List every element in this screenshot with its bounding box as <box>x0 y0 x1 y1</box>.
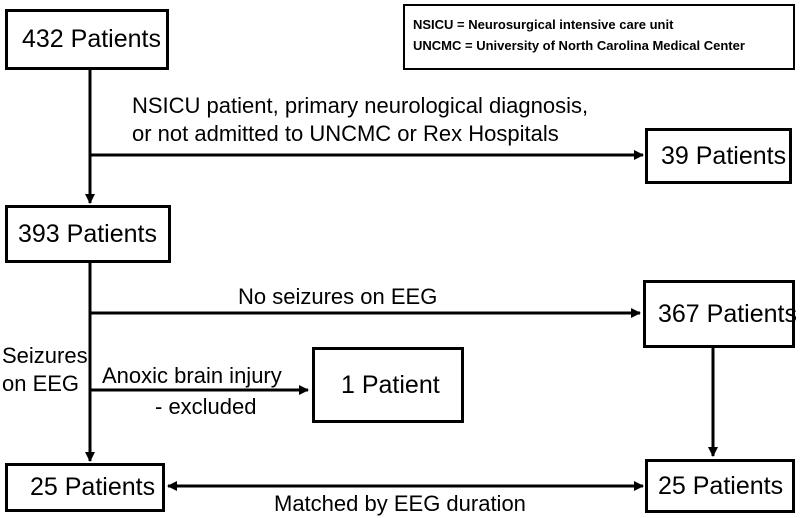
label-matched: Matched by EEG duration <box>274 491 526 516</box>
label-seizures-1: Seizures <box>2 343 88 368</box>
label-seizures-2: on EEG <box>2 371 80 396</box>
box-25-patients-left: 25 Patients <box>5 463 165 512</box>
box-39-patients: 39 Patients <box>645 128 792 184</box>
legend-line-nsicu: NSICU = Neurosurgical intensive care uni… <box>413 17 674 32</box>
box-367-patients: 367 Patients <box>643 280 797 348</box>
box-393-label: 393 Patients <box>18 219 157 248</box>
box-25-right-label: 25 Patients <box>658 471 784 500</box>
box-25-left-label: 25 Patients <box>30 473 156 501</box>
box-1-patient: 1 Patient <box>312 347 464 423</box>
legend-line-uncmc: UNCMC = University of North Carolina Med… <box>413 38 745 53</box>
box-432-patients: 432 Patients <box>5 9 169 70</box>
box-393-patients: 393 Patients <box>5 205 171 263</box>
box-39-label: 39 Patients <box>661 141 787 170</box>
abbreviation-legend: NSICU = Neurosurgical intensive care uni… <box>403 4 795 70</box>
label-no-seizures: No seizures on EEG <box>238 284 438 309</box>
label-exclusion-criteria-1: NSICU patient, primary neurological diag… <box>132 93 589 118</box>
box-432-label: 432 Patients <box>22 25 161 53</box>
box-25-patients-right: 25 Patients <box>645 459 795 513</box>
label-anoxic-1: Anoxic brain injury <box>102 363 282 388</box>
label-exclusion-criteria-2: or not admitted to UNCMC or Rex Hospital… <box>132 121 559 146</box>
label-anoxic-2: - excluded <box>155 394 257 419</box>
box-367-label: 367 Patients <box>658 299 797 328</box>
box-1-label: 1 Patient <box>341 370 440 399</box>
